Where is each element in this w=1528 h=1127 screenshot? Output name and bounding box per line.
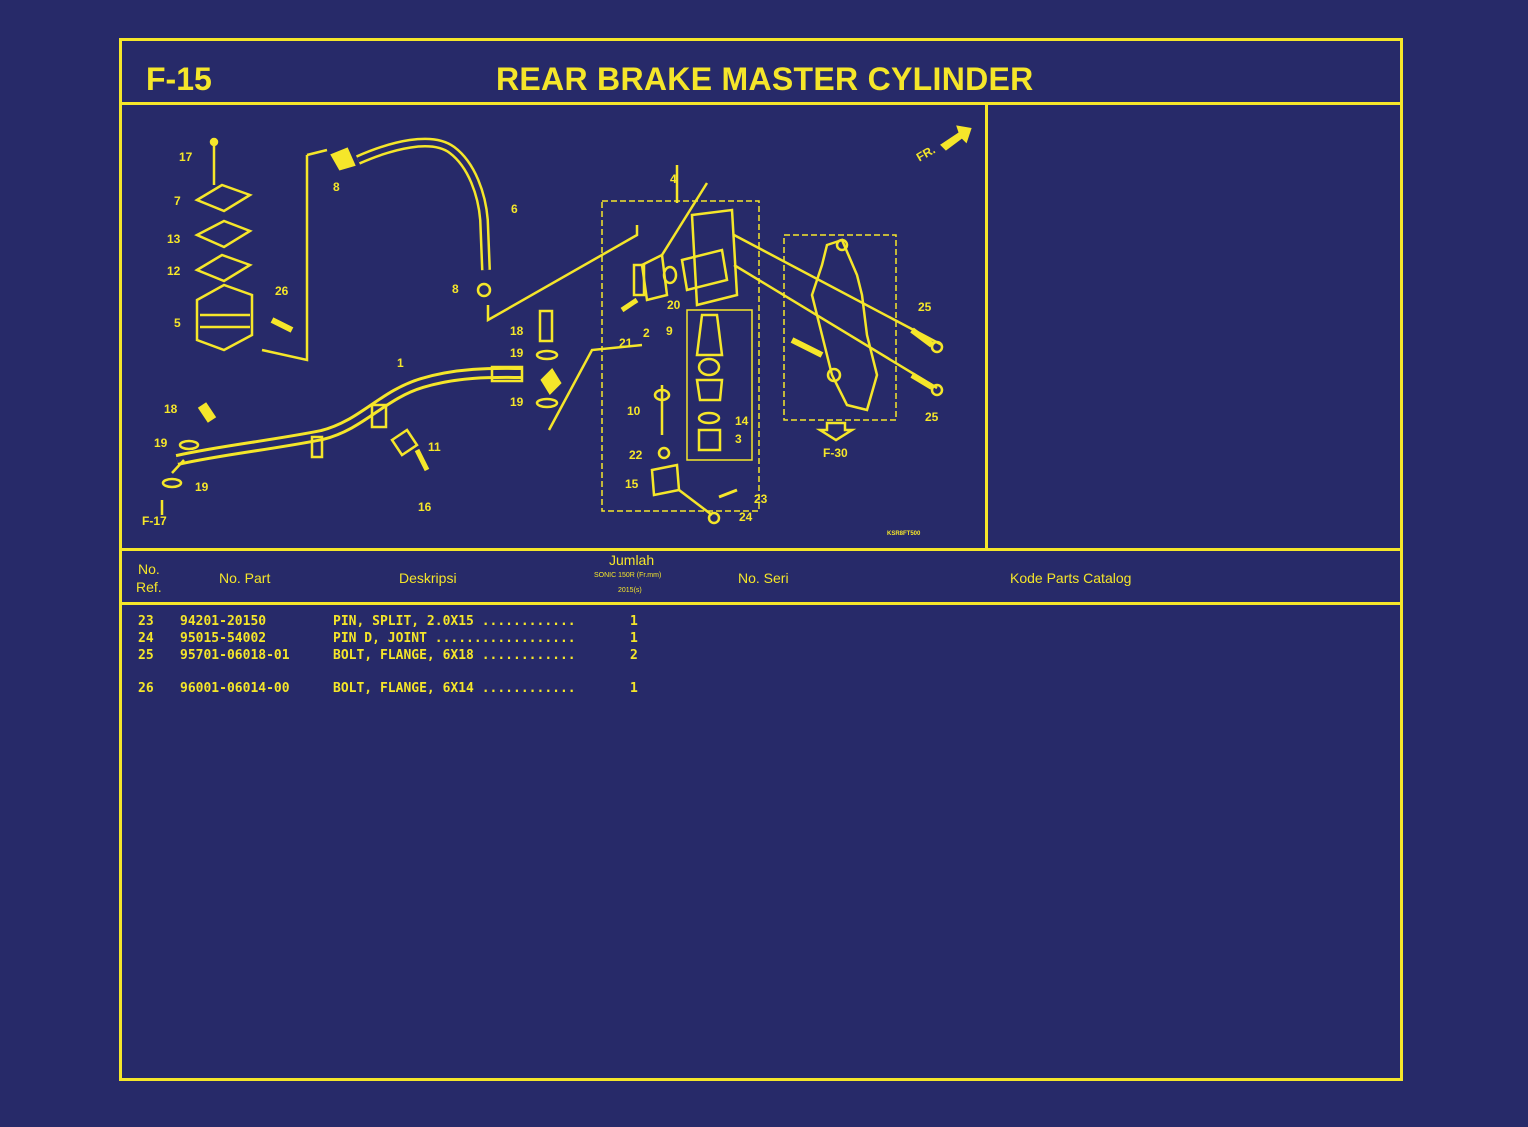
down-arrow-icon xyxy=(815,421,857,442)
header-part-no: No. Part xyxy=(219,570,271,586)
page-title: REAR BRAKE MASTER CYLINDER xyxy=(496,61,1034,97)
catalog-frame: F-15 REAR BRAKE MASTER CYLINDER xyxy=(119,38,1403,1081)
header-divider xyxy=(122,102,1400,105)
row-quantity: 1 xyxy=(630,681,638,696)
svg-text:17: 17 xyxy=(179,150,193,164)
header-ref-line2: Ref. xyxy=(136,579,162,595)
svg-text:16: 16 xyxy=(418,500,432,514)
header-ref-line1: No. xyxy=(138,561,160,577)
row-ref: 25 xyxy=(138,648,154,663)
svg-text:19: 19 xyxy=(154,436,168,450)
row-ref: 26 xyxy=(138,681,154,696)
svg-text:F-17: F-17 xyxy=(142,514,167,528)
svg-text:F-30: F-30 xyxy=(823,446,848,460)
reservoir-cap xyxy=(194,137,294,352)
svg-text:24: 24 xyxy=(739,510,753,524)
svg-text:2: 2 xyxy=(643,326,650,340)
svg-text:8: 8 xyxy=(333,180,340,194)
svg-text:21: 21 xyxy=(619,336,633,350)
row-part-no: 94201-20150 xyxy=(180,614,267,629)
row-quantity: 1 xyxy=(630,631,638,646)
svg-text:9: 9 xyxy=(666,324,673,338)
brake-hose xyxy=(160,225,643,515)
bolts xyxy=(910,327,944,397)
svg-text:12: 12 xyxy=(167,264,181,278)
svg-text:3: 3 xyxy=(735,432,742,446)
svg-text:26: 26 xyxy=(275,284,289,298)
row-ref: 23 xyxy=(138,614,154,629)
diagram-side-divider xyxy=(985,105,988,548)
table-row: 23 94201-20150 PIN, SPLIT, 2.0X15 ......… xyxy=(122,614,638,704)
row-description: BOLT, FLANGE, 6X14 ............ xyxy=(333,681,576,696)
svg-text:18: 18 xyxy=(164,402,178,416)
header-description: Deskripsi xyxy=(399,570,457,586)
header-quantity: Jumlah xyxy=(609,552,655,568)
svg-text:5: 5 xyxy=(174,316,181,330)
page-code: F-15 xyxy=(146,61,212,97)
reservoir-hose xyxy=(261,137,492,362)
svg-text:19: 19 xyxy=(510,346,524,360)
svg-text:25: 25 xyxy=(918,300,932,314)
row-quantity: 2 xyxy=(630,648,638,663)
header-quantity-model: SONIC 150R (Fr.mm) xyxy=(594,572,662,579)
row-quantity: 1 xyxy=(630,614,638,629)
row-part-no: 96001-06014-00 xyxy=(180,681,290,696)
svg-text:8: 8 xyxy=(452,282,459,296)
svg-text:15: 15 xyxy=(625,477,639,491)
svg-text:1: 1 xyxy=(397,356,404,370)
header-serial-no: No. Seri xyxy=(738,570,789,586)
svg-text:KSR8FT500: KSR8FT500 xyxy=(887,531,921,537)
svg-text:4: 4 xyxy=(670,172,677,186)
bracket xyxy=(783,234,897,421)
row-description: PIN, SPLIT, 2.0X15 ............ xyxy=(333,614,576,629)
header-catalog-code: Kode Parts Catalog xyxy=(1010,570,1132,586)
row-part-no: 95015-54002 xyxy=(180,631,267,646)
parts-diagram: 17 7 13 12 26 5 8 6 8 4 20 2 21 9 18 19 … xyxy=(142,125,972,537)
table-row: 25 95701-06018-01 BOLT, FLANGE, 6X18 ...… xyxy=(122,648,638,738)
row-description: BOLT, FLANGE, 6X18 ............ xyxy=(333,648,576,663)
svg-text:19: 19 xyxy=(195,480,209,494)
callout-labels: 17 7 13 12 26 5 8 6 8 4 20 2 21 9 18 19 … xyxy=(142,143,939,537)
svg-text:22: 22 xyxy=(629,448,643,462)
header-quantity-year: 2015(s) xyxy=(618,587,642,594)
fr-arrow-icon xyxy=(940,125,972,151)
svg-text:19: 19 xyxy=(510,395,524,409)
diagram-divider xyxy=(122,548,1400,551)
svg-text:20: 20 xyxy=(667,298,681,312)
table-header-divider xyxy=(122,602,1400,605)
svg-text:FR.: FR. xyxy=(914,143,938,165)
svg-text:11: 11 xyxy=(428,440,441,454)
svg-text:25: 25 xyxy=(925,410,939,424)
row-ref: 24 xyxy=(138,631,154,646)
svg-text:18: 18 xyxy=(510,324,524,338)
svg-text:13: 13 xyxy=(167,232,181,246)
row-part-no: 95701-06018-01 xyxy=(180,648,290,663)
svg-text:23: 23 xyxy=(754,492,768,506)
svg-text:7: 7 xyxy=(174,194,181,208)
table-row: 24 95015-54002 PIN D, JOINT ............… xyxy=(122,631,638,721)
svg-text:6: 6 xyxy=(511,202,518,216)
svg-text:14: 14 xyxy=(735,414,749,428)
svg-text:10: 10 xyxy=(627,404,641,418)
master-cylinder xyxy=(601,165,943,525)
row-description: PIN D, JOINT .................. xyxy=(333,631,576,646)
table-row: 26 96001-06014-00 BOLT, FLANGE, 6X14 ...… xyxy=(122,681,638,771)
